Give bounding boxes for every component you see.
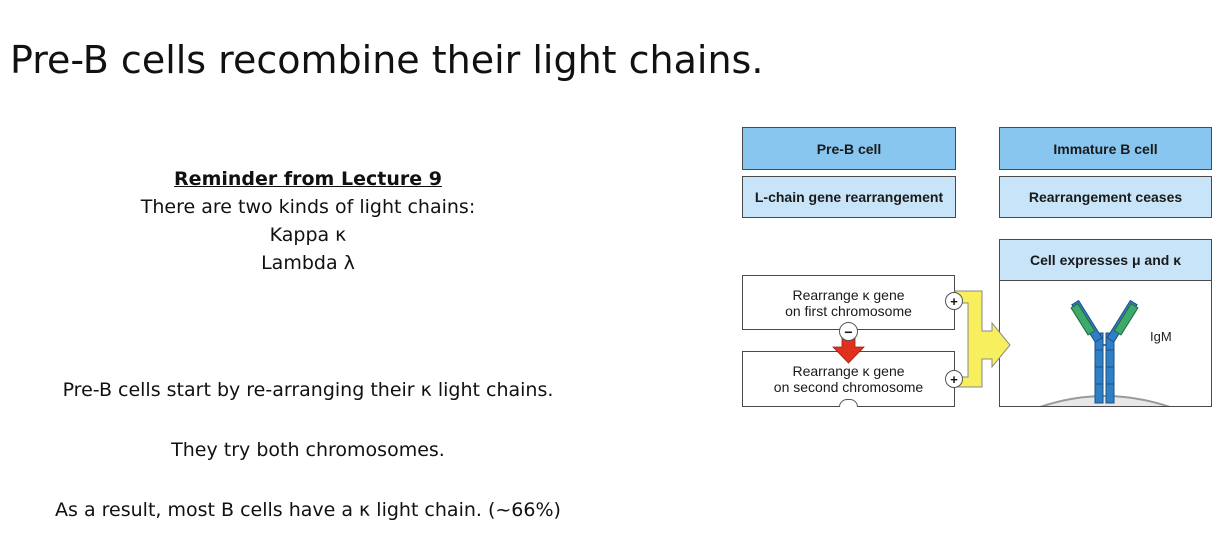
reminder-line: Kappa κ: [269, 224, 347, 246]
heavy-chain-right: [1105, 332, 1115, 404]
step1-line: on first chromosome: [785, 302, 912, 319]
point-text: As a result, most B cells have a κ light…: [55, 499, 561, 521]
point-text: They try both chromosomes.: [171, 439, 445, 461]
step1-box: Rearrange κ gene on first chromosome: [742, 275, 955, 330]
step2-box: Rearrange κ gene on second chromosome: [742, 351, 955, 407]
pre-b-process-box: L-chain gene rearrangement: [742, 176, 956, 218]
immature-b-cell-header: Immature B cell: [999, 127, 1212, 170]
reminder-line: There are two kinds of light chains:: [140, 196, 476, 218]
step2-line: on second chromosome: [773, 379, 924, 395]
reminder-block: Reminder from Lecture 9 There are two ki…: [8, 165, 608, 277]
plus-symbol: +: [950, 293, 958, 309]
step1-line: Rearrange κ gene: [792, 286, 905, 303]
igm-label: IgM: [1150, 329, 1172, 344]
expression-label-box: Cell expresses μ and κ: [999, 239, 1212, 281]
reminder-heading: Reminder from Lecture 9: [174, 168, 442, 190]
immature-process-box: Rearrangement ceases: [999, 176, 1212, 218]
point-text: Pre-B cells start by re-arranging their …: [62, 379, 554, 401]
plus-icon: +: [945, 370, 963, 388]
light-chain-left: [1070, 302, 1096, 336]
expression-label: Cell expresses μ and κ: [1030, 252, 1181, 268]
plus-symbol: +: [950, 371, 958, 387]
slide-title: Pre-B cells recombine their light chains…: [10, 38, 764, 82]
cell-membrane-shape: [1039, 395, 1171, 406]
heavy-chain-left: [1094, 332, 1104, 404]
minus-icon: [839, 399, 858, 407]
b-cell-development-diagram: Pre-B cell L-chain gene rearrangement Im…: [742, 127, 1212, 407]
igm-antibody-illustration: [1039, 299, 1171, 406]
reminder-line: Lambda λ: [261, 252, 355, 274]
minus-icon: −: [839, 322, 858, 341]
light-chain-right: [1113, 302, 1139, 336]
step2-line: Rearrange κ gene: [792, 363, 905, 379]
plus-icon: +: [945, 292, 963, 310]
pre-b-cell-header: Pre-B cell: [742, 127, 956, 170]
minus-symbol: −: [844, 323, 853, 340]
immature-cell-panel: IgM: [999, 281, 1212, 407]
